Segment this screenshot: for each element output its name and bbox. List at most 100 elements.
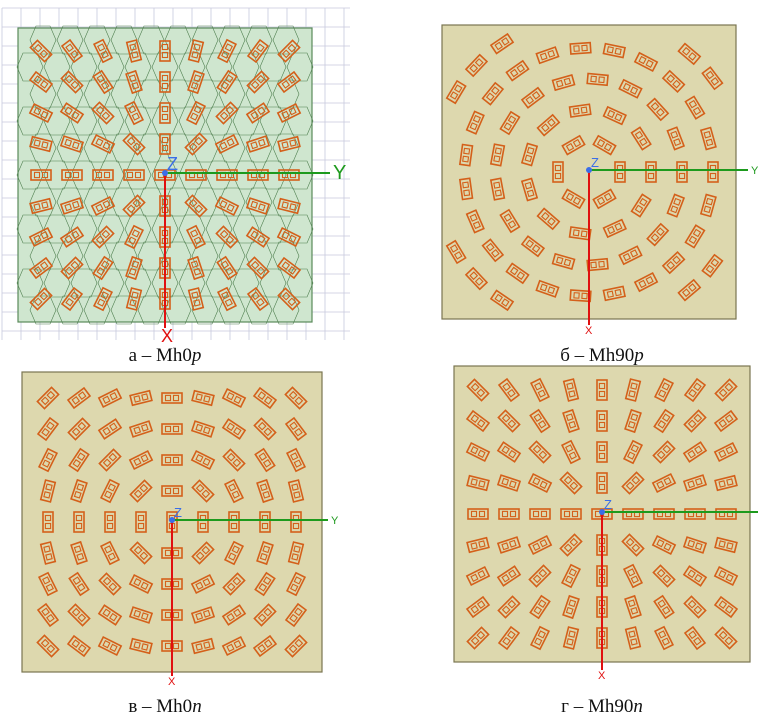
meta-element xyxy=(559,471,583,495)
unit-cell xyxy=(83,133,111,163)
meta-element xyxy=(190,420,216,438)
meta-element xyxy=(159,40,171,62)
meta-element xyxy=(159,71,171,93)
meta-element xyxy=(92,286,114,312)
meta-element xyxy=(552,161,564,183)
unit-cell xyxy=(56,295,84,325)
meta-element xyxy=(97,604,123,626)
meta-element xyxy=(561,188,586,210)
meta-element xyxy=(276,102,302,124)
unit-cell xyxy=(232,52,260,82)
unit-cell xyxy=(232,214,260,244)
meta-element xyxy=(216,69,238,95)
meta-element xyxy=(569,41,592,55)
meta-element xyxy=(97,635,123,657)
meta-element xyxy=(276,256,302,280)
meta-element xyxy=(499,208,521,234)
meta-element xyxy=(682,441,708,463)
y-axis-label: Y xyxy=(751,165,758,177)
meta-element xyxy=(190,606,216,624)
meta-element xyxy=(128,606,154,624)
meta-element xyxy=(70,478,88,504)
meta-element xyxy=(713,595,739,619)
meta-element xyxy=(622,439,644,465)
meta-element xyxy=(277,135,301,153)
meta-element xyxy=(129,389,153,407)
meta-element xyxy=(458,143,474,167)
meta-element xyxy=(123,169,145,181)
meta-element xyxy=(256,478,274,504)
meta-element xyxy=(125,69,143,95)
meta-element xyxy=(128,573,154,595)
meta-element xyxy=(683,409,707,433)
meta-element xyxy=(66,386,92,410)
unit-cell xyxy=(272,79,300,109)
meta-element xyxy=(464,53,489,78)
meta-element xyxy=(684,224,706,249)
meta-element xyxy=(190,449,216,471)
meta-element xyxy=(562,594,580,620)
unit-cell xyxy=(164,79,192,109)
origin-point xyxy=(599,509,605,515)
unit-cell xyxy=(29,187,57,217)
meta-element xyxy=(481,238,505,263)
unit-cell xyxy=(83,25,111,55)
meta-element xyxy=(252,386,278,410)
meta-element xyxy=(284,602,308,628)
meta-element xyxy=(97,418,123,440)
meta-element xyxy=(125,287,143,311)
unit-cell xyxy=(218,133,246,163)
meta-element xyxy=(560,508,582,520)
meta-element xyxy=(129,541,153,565)
meta-element xyxy=(489,143,506,167)
meta-element xyxy=(214,133,240,155)
meta-element xyxy=(497,409,521,433)
meta-element xyxy=(98,572,122,596)
caption-g: г – Mh90n xyxy=(561,696,643,717)
z-axis-label: Z xyxy=(604,497,612,512)
meta-element xyxy=(653,508,675,520)
meta-element xyxy=(467,508,489,520)
meta-element xyxy=(602,105,627,126)
meta-element xyxy=(284,386,308,410)
meta-element xyxy=(216,38,238,64)
meta-element xyxy=(91,101,115,125)
meta-element xyxy=(187,255,205,281)
meta-element xyxy=(596,441,608,463)
meta-element xyxy=(287,541,305,565)
unit-cell xyxy=(178,268,206,298)
meta-element xyxy=(70,540,88,566)
meta-element xyxy=(245,226,271,248)
meta-element xyxy=(497,377,521,403)
unit-cell xyxy=(205,52,233,82)
meta-element xyxy=(37,571,59,597)
meta-element xyxy=(630,126,652,151)
meta-element xyxy=(129,637,153,655)
meta-element xyxy=(562,408,580,434)
meta-element xyxy=(223,478,245,504)
metasurface-diagram-b: YZX xyxy=(441,24,758,337)
meta-element xyxy=(666,193,686,218)
meta-element xyxy=(223,540,245,566)
meta-element xyxy=(661,251,686,275)
meta-element xyxy=(551,252,576,270)
unit-cell xyxy=(137,25,165,55)
meta-element xyxy=(445,239,467,265)
meta-element xyxy=(445,79,467,105)
meta-element xyxy=(28,70,54,94)
meta-element xyxy=(622,563,644,589)
meta-element xyxy=(699,193,717,218)
x-axis-label: X xyxy=(168,676,176,688)
meta-element xyxy=(61,169,83,181)
meta-element xyxy=(466,626,490,650)
meta-element xyxy=(535,46,560,65)
meta-element xyxy=(284,634,308,658)
meta-element xyxy=(499,110,521,136)
meta-element xyxy=(465,409,491,433)
meta-element xyxy=(458,177,474,201)
meta-element xyxy=(90,133,116,155)
meta-element xyxy=(496,441,522,463)
meta-element xyxy=(214,195,240,217)
meta-element xyxy=(602,42,626,59)
meta-element xyxy=(67,417,91,441)
